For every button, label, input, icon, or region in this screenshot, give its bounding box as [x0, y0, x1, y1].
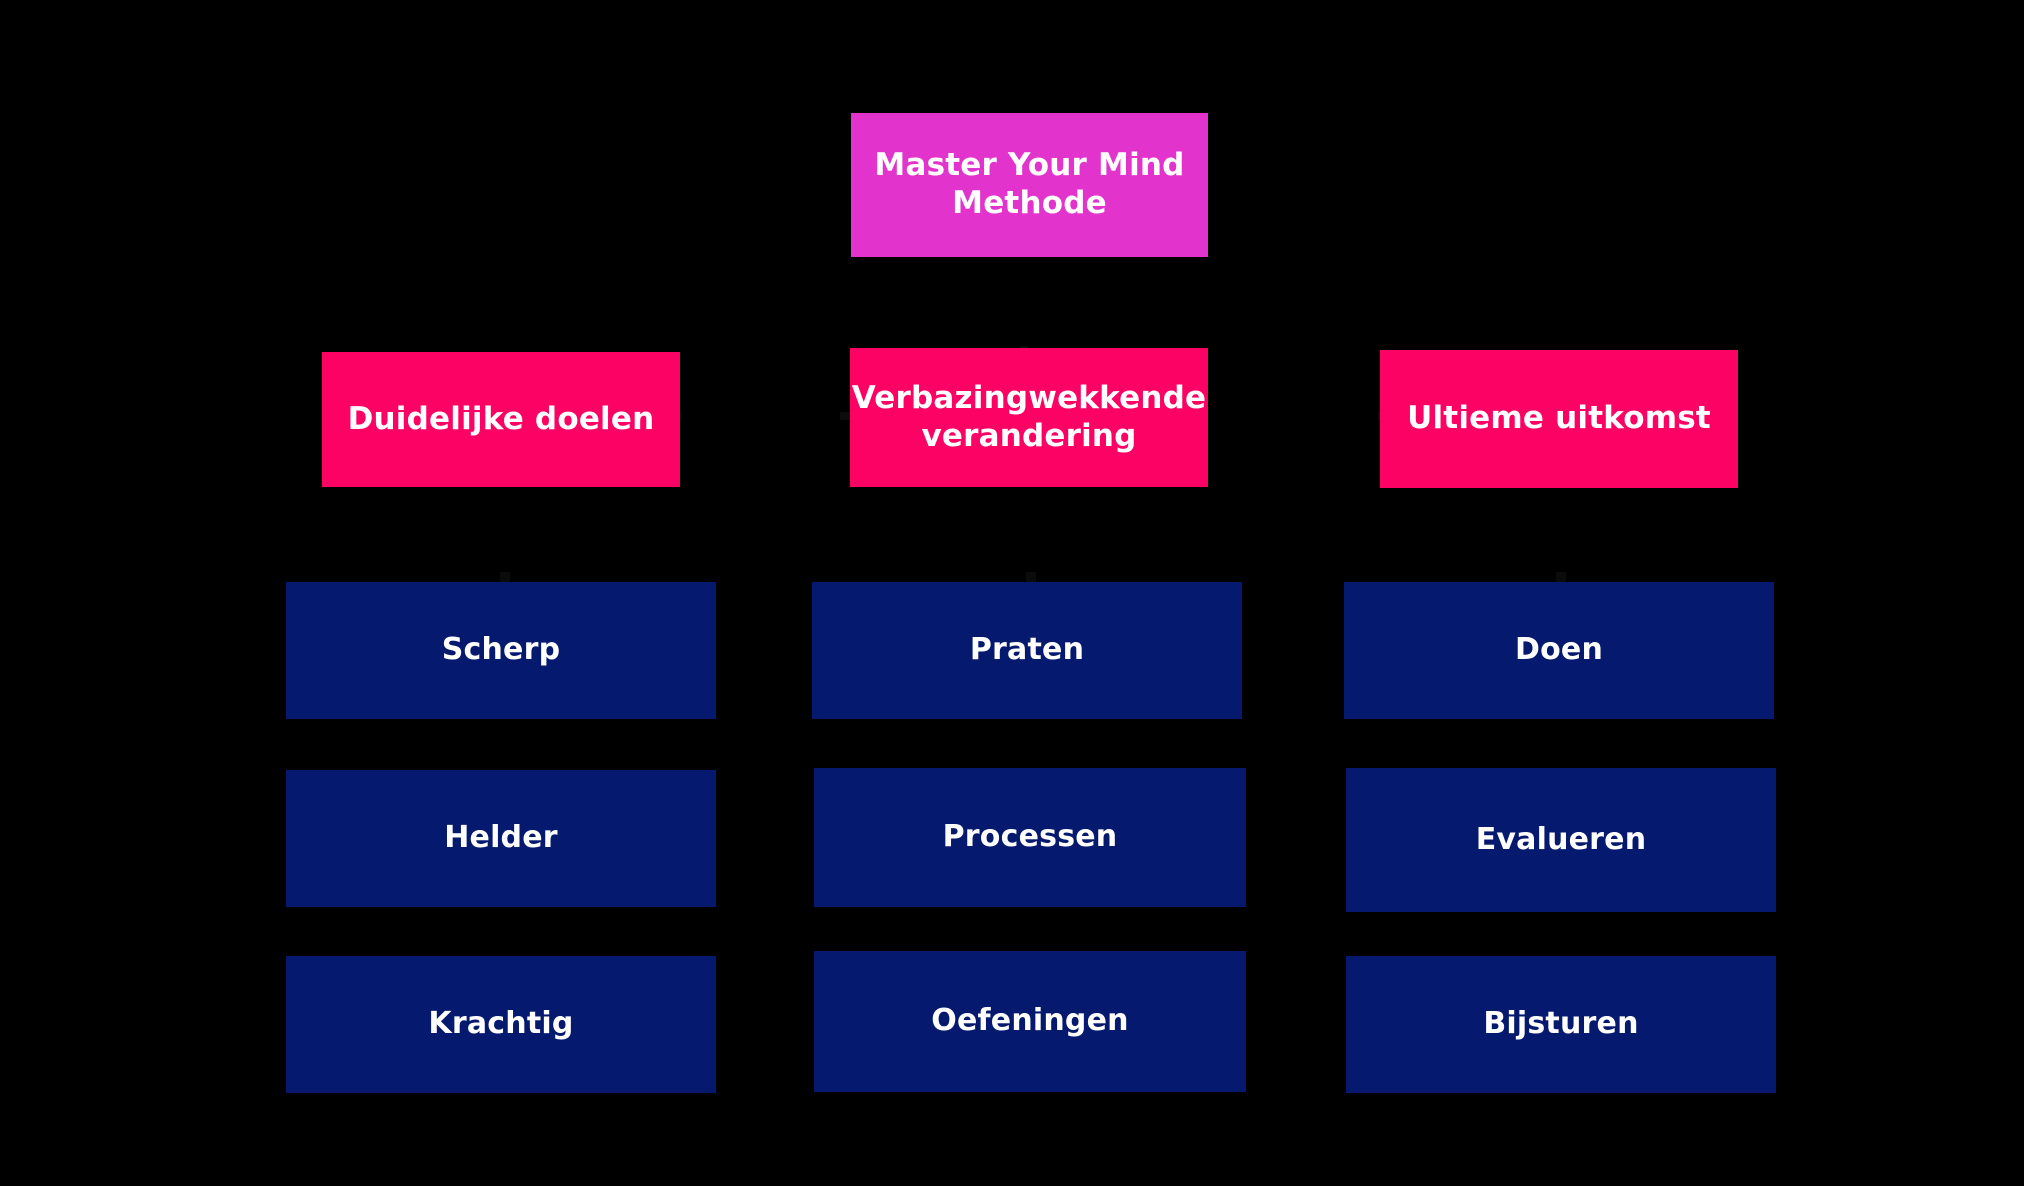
node-branch-2-label: Verbazingwekkende verandering: [851, 379, 1207, 454]
node-leaf-2-2-label: Processen: [942, 819, 1118, 855]
node-leaf-doen[interactable]: Doen: [1344, 582, 1774, 719]
node-leaf-evalueren[interactable]: Evalueren: [1346, 768, 1776, 912]
node-leaf-1-3-label: Krachtig: [428, 1006, 574, 1042]
node-leaf-3-2-label: Evalueren: [1475, 821, 1647, 857]
node-branch-verbazingwekkende-verandering[interactable]: Verbazingwekkende verandering: [850, 348, 1208, 487]
node-branch-3-label: Ultieme uitkomst: [1407, 400, 1711, 437]
node-leaf-bijsturen[interactable]: Bijsturen: [1346, 956, 1776, 1093]
node-leaf-scherp[interactable]: Scherp: [286, 582, 716, 719]
node-leaf-2-1-label: Praten: [969, 632, 1085, 668]
node-leaf-krachtig[interactable]: Krachtig: [286, 956, 716, 1093]
node-branch-duidelijke-doelen[interactable]: Duidelijke doelen: [322, 352, 680, 487]
connector-branch-2-left-stub: [840, 412, 850, 420]
node-branch-1-label: Duidelijke doelen: [347, 400, 655, 437]
node-leaf-helder[interactable]: Helder: [286, 770, 716, 907]
node-leaf-processen[interactable]: Processen: [814, 768, 1246, 907]
node-branch-ultieme-uitkomst[interactable]: Ultieme uitkomst: [1380, 350, 1738, 488]
node-leaf-3-1-label: Doen: [1514, 632, 1604, 668]
node-root-master-your-mind-methode[interactable]: Master Your Mind Methode: [851, 113, 1208, 257]
node-leaf-3-3-label: Bijsturen: [1483, 1006, 1639, 1042]
node-leaf-1-2-label: Helder: [444, 820, 558, 856]
connector-branch-2-to-leaf-1: [1026, 572, 1036, 584]
node-leaf-2-3-label: Oefeningen: [931, 1003, 1129, 1039]
node-root-label: Master Your Mind Methode: [874, 147, 1185, 221]
node-leaf-oefeningen[interactable]: Oefeningen: [814, 951, 1246, 1092]
connector-branch-1-to-leaf-1: [500, 572, 510, 584]
node-leaf-1-1-label: Scherp: [441, 632, 561, 668]
node-leaf-praten[interactable]: Praten: [812, 582, 1242, 719]
connector-branch-3-to-leaf-1: [1556, 572, 1566, 584]
